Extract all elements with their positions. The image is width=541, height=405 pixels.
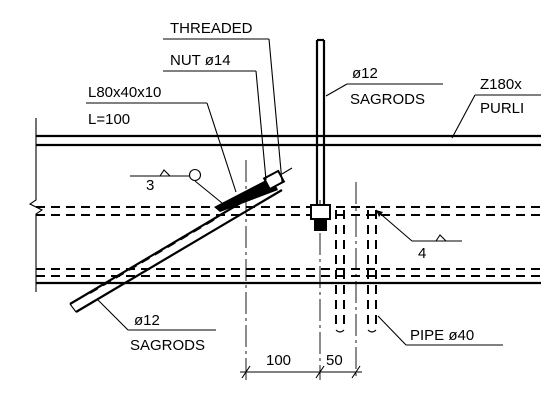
label-weld-right: 4 [418, 245, 426, 262]
label-weld-left: 3 [146, 177, 154, 194]
vertical-sagrod-thread-end [314, 219, 327, 231]
label-sagrods-bottom-diameter: ø12 [134, 312, 160, 329]
dimension-tick-middle [315, 365, 325, 379]
purlin-break-line [28, 118, 44, 292]
vertical-sagrod-nut [310, 204, 331, 220]
inclined-sagrod-edge-b [75, 189, 283, 313]
purlin [28, 118, 541, 292]
label-angle-size: L80x40x10 [88, 84, 161, 101]
pipe-leader [377, 315, 407, 346]
inclined-sagrod [69, 181, 283, 313]
leaders [86, 38, 541, 346]
weld-left-symbol [159, 169, 171, 177]
sagrods-top-leader [325, 83, 348, 97]
weld-all-round-circle [188, 168, 202, 182]
pipe-cut-left [335, 329, 345, 333]
sagrods-bottom-leader [96, 298, 129, 331]
label-purlin: PURLI [480, 100, 524, 117]
dimension-tick-left [241, 365, 251, 379]
pipe [335, 210, 377, 333]
pipe-cut-right [367, 329, 377, 333]
label-pipe: PIPE ø40 [410, 327, 474, 344]
label-threaded: THREADED [170, 20, 253, 37]
label-purlin-size: Z180x [480, 76, 522, 93]
vertical-sagrod [310, 38, 331, 231]
dimension-line [240, 365, 362, 379]
label-sagrods-bottom: SAGRODS [130, 337, 205, 354]
dimension-tick-right [351, 365, 361, 379]
nut-leader [255, 70, 267, 181]
dimension-label-left: 100 [266, 352, 291, 369]
weld-right-leader [375, 209, 413, 242]
purlin-leader [451, 94, 476, 139]
angle-leader [206, 102, 237, 193]
label-sagrods-top-diameter: ø12 [352, 65, 378, 82]
inclined-sagrod-hidden [89, 218, 216, 294]
thread-end [281, 167, 293, 175]
label-angle-length: L=100 [88, 111, 130, 128]
label-nut: NUT ø14 [170, 52, 231, 69]
dimension-label-right: 50 [326, 352, 343, 369]
weld-right-arrowhead [376, 210, 383, 217]
angle-cleat-body [214, 177, 278, 212]
inclined-sagrod-end [69, 303, 77, 313]
weld-left-leader [194, 180, 223, 204]
threaded-leader [268, 38, 283, 183]
label-sagrods-top: SAGRODS [350, 91, 425, 108]
weld-right-symbol [435, 234, 447, 242]
